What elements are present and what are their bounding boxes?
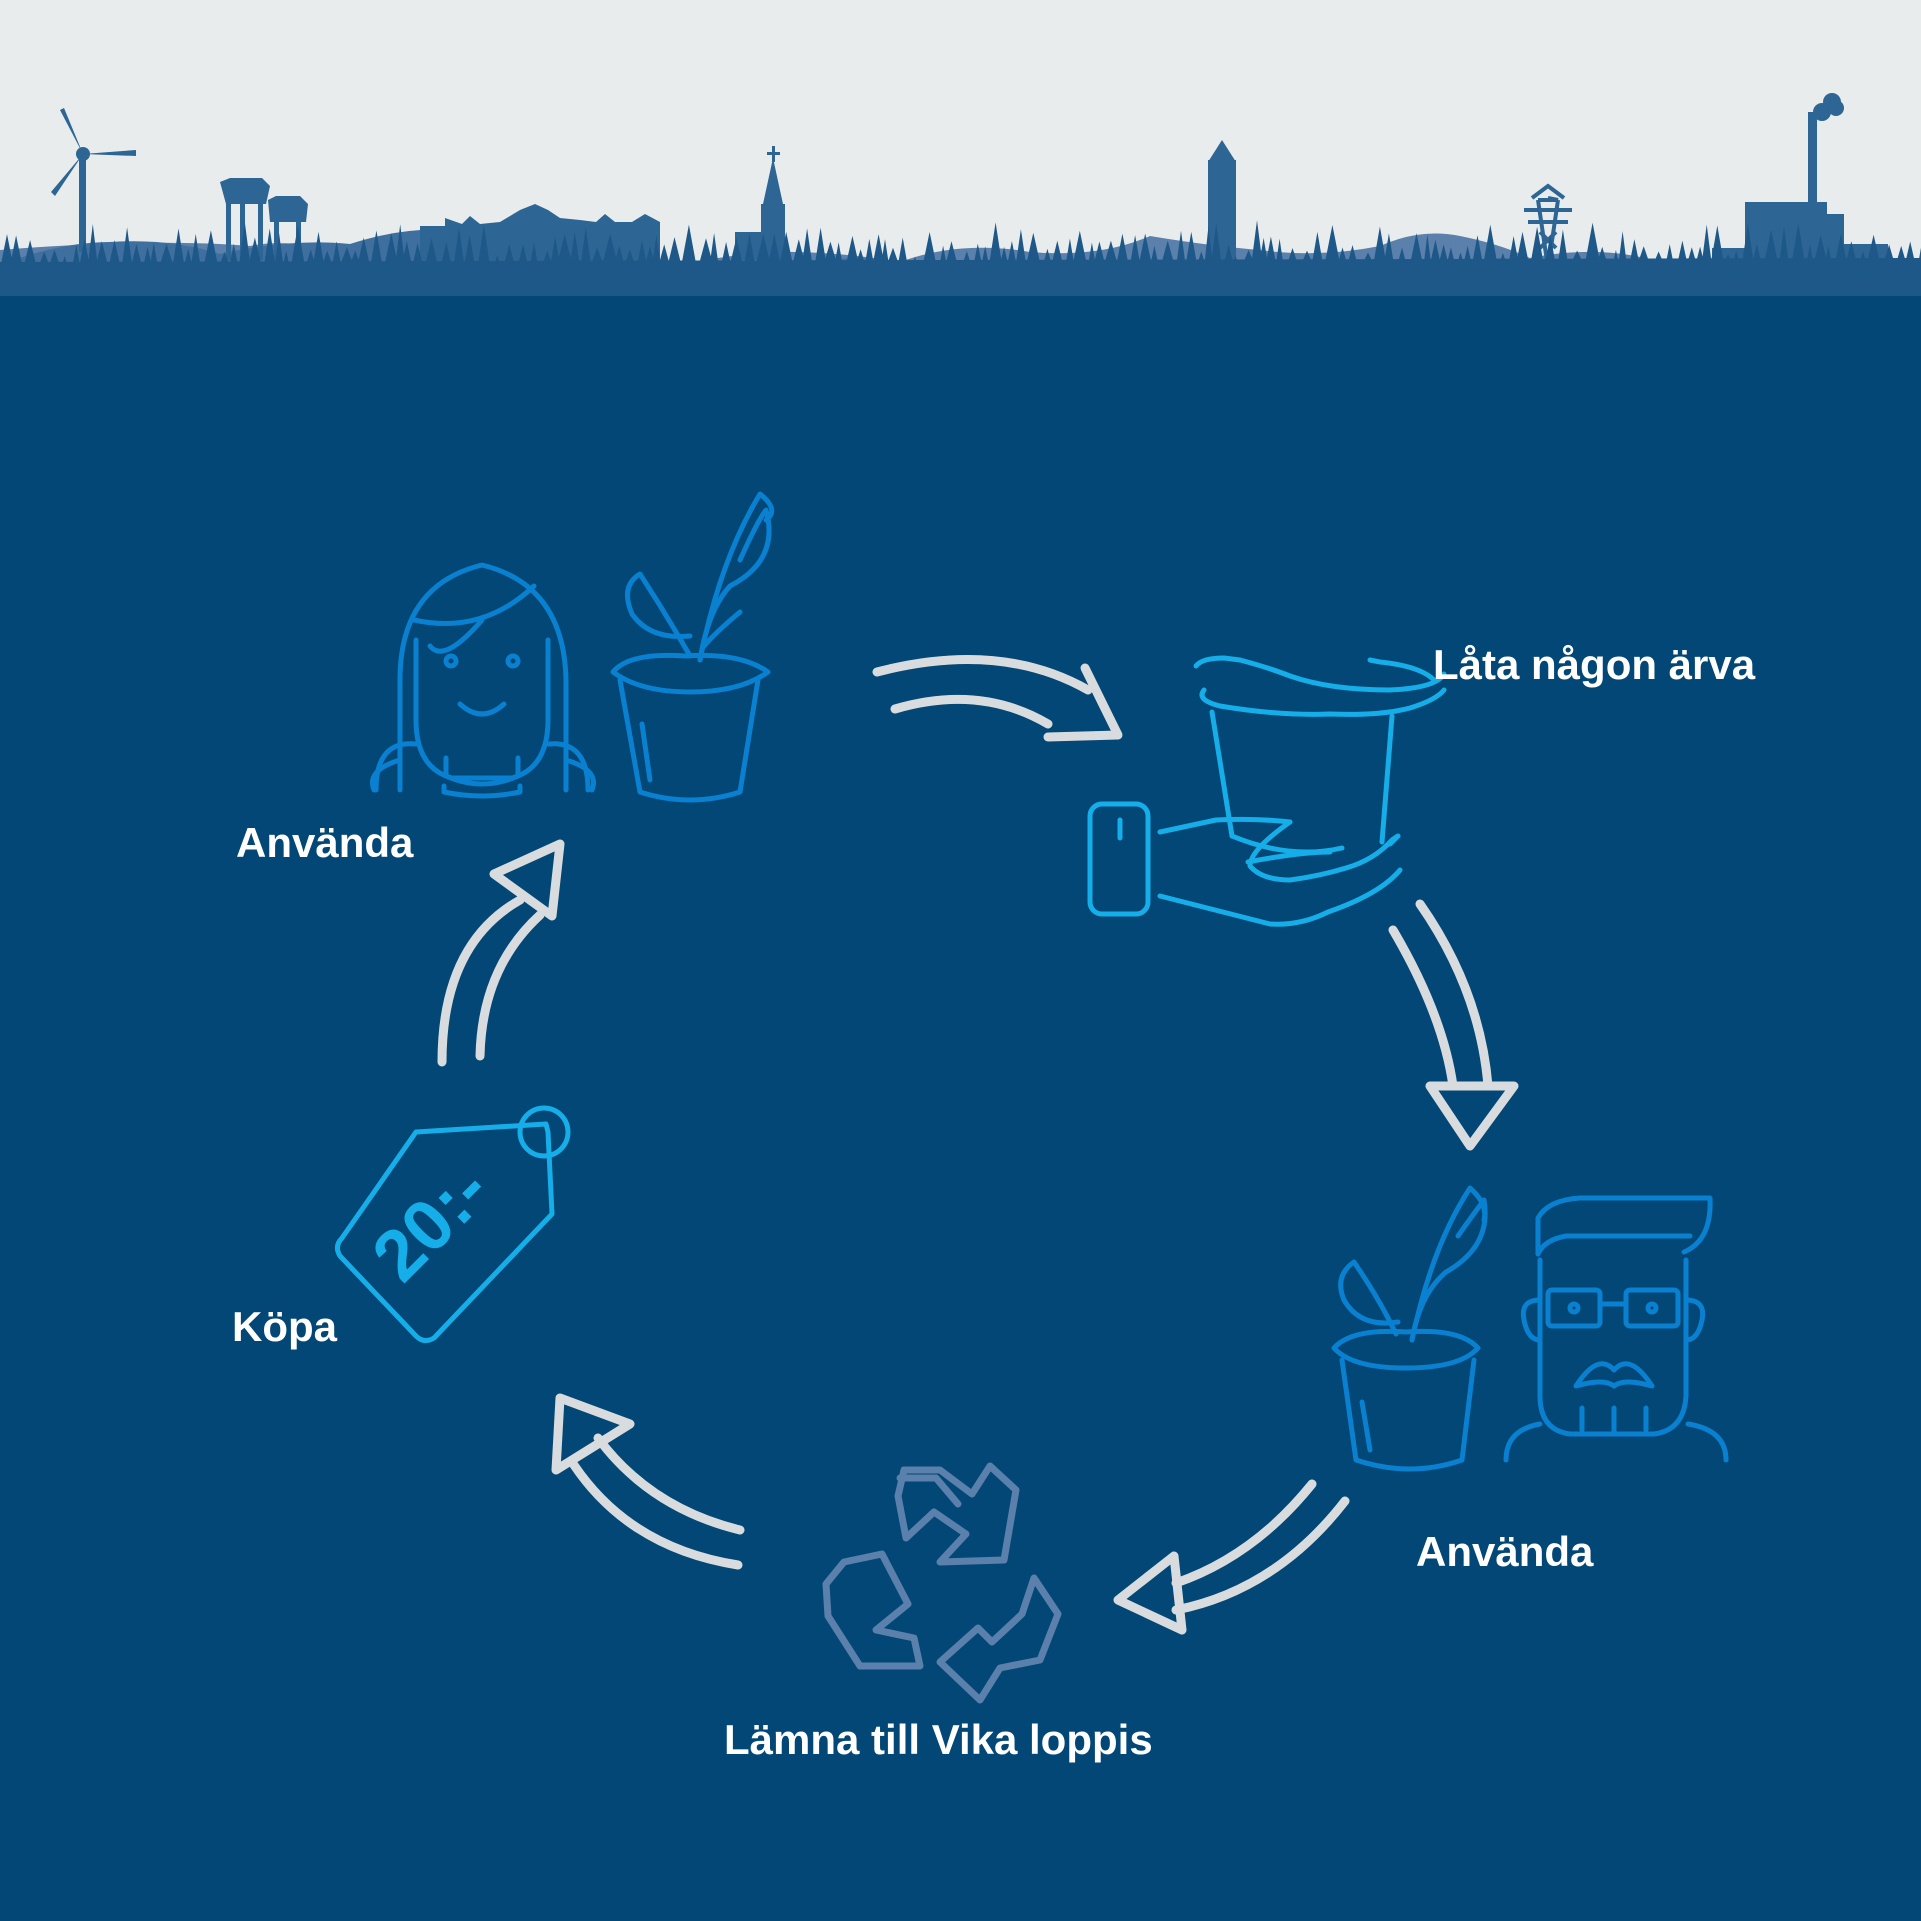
arrow-bottom-right xyxy=(1113,1479,1350,1635)
recycle-icon xyxy=(822,1462,1062,1704)
woman-icon xyxy=(370,562,596,799)
power-pylon xyxy=(1524,183,1572,269)
arrow-bottom-left xyxy=(551,1393,745,1570)
forest-silhouette xyxy=(0,220,1921,300)
arrow-top xyxy=(872,655,1123,742)
step-label-leave-to-flea-market: Lämna till Vika loppis xyxy=(724,1716,1153,1763)
step-label-let-inherit: Låta någon ärva xyxy=(1433,641,1756,688)
arrow-right xyxy=(1388,899,1519,1151)
skyline-header xyxy=(0,93,1921,320)
step-label-use-first: Använda xyxy=(236,819,414,866)
potted-plant-icon-2 xyxy=(1331,1185,1488,1472)
step-label-use-second: Använda xyxy=(1416,1528,1594,1575)
bearded-man-icon xyxy=(1503,1195,1729,1463)
arrow-left xyxy=(437,839,565,1067)
hand-giving-pot-icon xyxy=(1087,655,1447,927)
cycle-arrows xyxy=(437,655,1519,1635)
tower xyxy=(1208,140,1236,264)
wind-turbine xyxy=(51,108,136,252)
forest-trees xyxy=(0,220,1921,276)
potted-plant-icon xyxy=(610,491,775,803)
step-label-buy: Köpa xyxy=(232,1303,337,1350)
ground-band xyxy=(0,296,1921,320)
skyline-buildings xyxy=(51,93,1888,269)
